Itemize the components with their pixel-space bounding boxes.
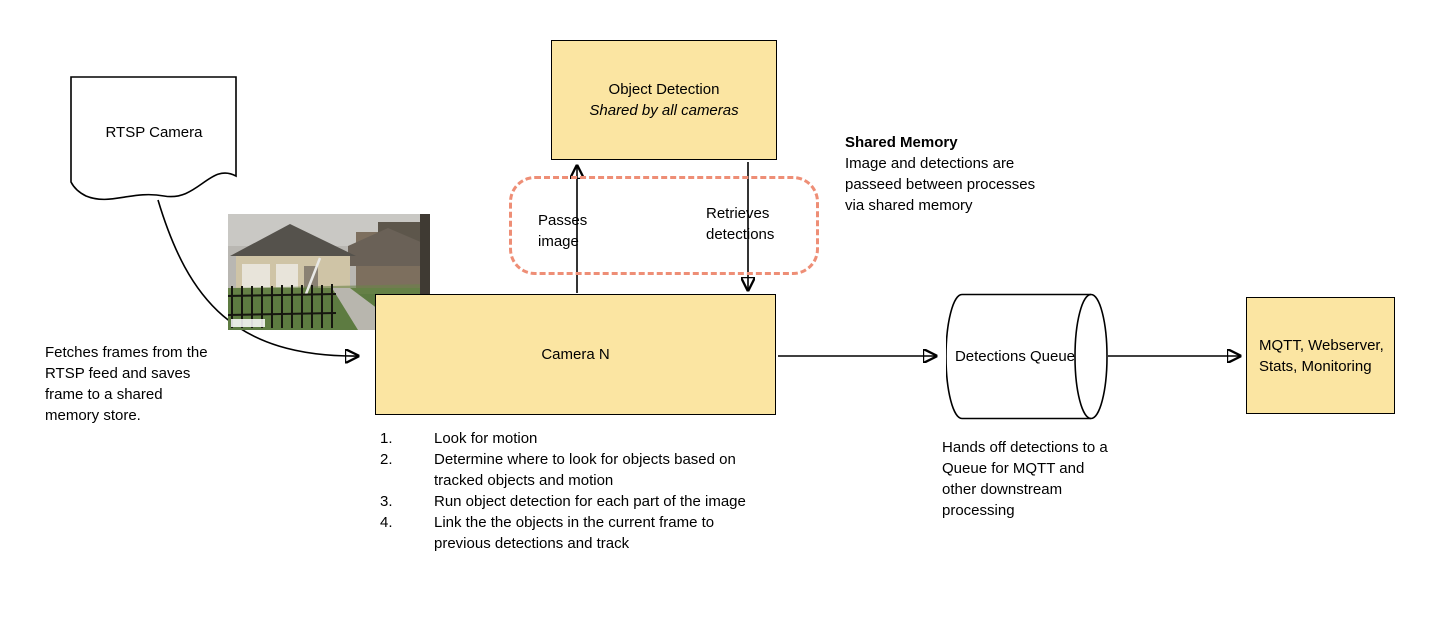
camera-n-label: Camera N <box>541 346 610 363</box>
shared-memory-region <box>509 176 819 275</box>
camera-step: 1. Look for motion <box>380 428 780 449</box>
detections-queue-label: Detections Queue <box>954 348 1076 365</box>
node-rtsp-camera: RTSP Camera <box>70 76 238 206</box>
retrieves-detections-label: Retrieves detections <box>706 205 775 243</box>
step-text: Run object detection for each part of th… <box>434 493 746 510</box>
shared-memory-note-body: Image and detections are passeed between… <box>845 155 1036 214</box>
camera-step: 4. Link the the objects in the current f… <box>380 512 780 554</box>
object-detection-title: Object Detection <box>608 81 720 98</box>
object-detection-subtitle: Shared by all cameras <box>589 102 739 119</box>
node-object-detection: Object Detection Shared by all cameras <box>551 40 777 160</box>
node-detections-queue: Detections Queue <box>946 293 1108 420</box>
passes-image-label: Passes image <box>538 212 588 250</box>
node-camera-n: Camera N <box>375 294 776 415</box>
camera-frame-photo <box>227 214 430 330</box>
camera-step: 3. Run object detection for each part of… <box>380 491 780 512</box>
shared-memory-note: Shared Memory Image and detections are p… <box>845 132 1050 216</box>
queue-cylinder-icon <box>946 293 1108 420</box>
step-number: 2. <box>380 451 393 468</box>
step-text: Determine where to look for objects base… <box>434 451 736 489</box>
outputs-label: MQTT, Webserver, Stats, Monitoring <box>1259 336 1384 375</box>
handoff-note: Hands off detections to a Queue for MQTT… <box>942 439 1108 519</box>
step-number: 4. <box>380 514 393 531</box>
fetch-note: Fetches frames from the RTSP feed and sa… <box>45 344 208 424</box>
shared-memory-note-title: Shared Memory <box>845 134 958 151</box>
document-shape-icon <box>70 76 237 201</box>
rtsp-camera-label: RTSP Camera <box>105 124 203 141</box>
node-outputs: MQTT, Webserver, Stats, Monitoring <box>1246 297 1395 414</box>
camera-steps-list: 1. Look for motion 2. Determine where to… <box>380 428 780 554</box>
camera-step: 2. Determine where to look for objects b… <box>380 449 780 491</box>
step-text: Look for motion <box>434 430 538 447</box>
step-text: Link the the objects in the current fram… <box>434 514 715 552</box>
step-number: 3. <box>380 493 393 510</box>
step-number: 1. <box>380 430 393 447</box>
